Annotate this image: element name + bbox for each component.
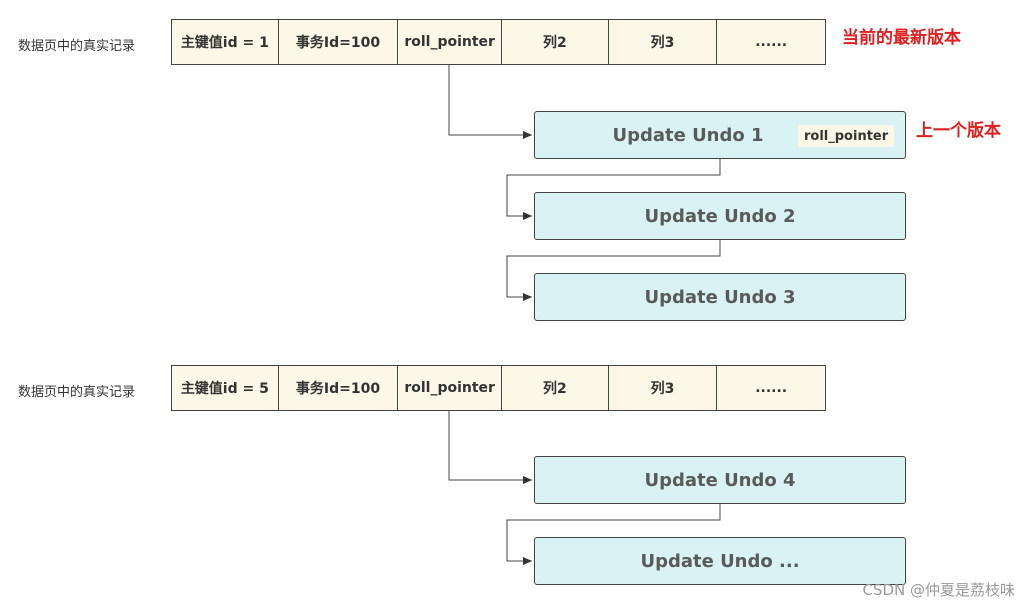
connector-undo-4-to-undo-5 — [506, 504, 721, 565]
connector-undo-1-to-undo-2 — [506, 159, 721, 220]
record-row-2: 主键值id = 5 事务Id=100 roll_pointer 列2 列3 ..… — [171, 365, 826, 411]
undo-log-label: Update Undo 1 — [612, 124, 764, 146]
cell-primary-key: 主键值id = 5 — [172, 366, 279, 410]
cell-col3: 列3 — [609, 366, 718, 410]
record-label-2: 数据页中的真实记录 — [18, 385, 136, 400]
cell-more: ...... — [755, 380, 788, 396]
cell-roll-pointer: roll_pointer — [398, 20, 502, 64]
cell-col3: 列3 — [609, 20, 718, 64]
undo-log-label: Update Undo ... — [640, 550, 800, 572]
note-previous-version: 上一个版本 — [916, 121, 1001, 141]
undo-log-1: Update Undo 1 roll_pointer — [534, 111, 906, 159]
record-row-1: 主键值id = 1 事务Id=100 roll_pointer 列2 列3 ..… — [171, 19, 826, 65]
watermark-text: CSDN @仲夏是荔枝味 — [862, 581, 1015, 599]
connector-roll-pointer-to-undo-1 — [448, 65, 532, 139]
cell-more: ...... — [755, 34, 788, 50]
undo-log-2: Update Undo 2 — [534, 192, 906, 240]
cell-transaction-id: 事务Id=100 — [279, 366, 399, 410]
connector-undo-2-to-undo-3 — [506, 240, 721, 301]
connector-roll-pointer-to-undo-4 — [448, 411, 532, 484]
record-label-1: 数据页中的真实记录 — [18, 39, 136, 54]
undo-log-4: Update Undo 4 — [534, 456, 906, 504]
note-current-version: 当前的最新版本 — [842, 28, 961, 48]
undo-log-label: Update Undo 2 — [644, 205, 796, 227]
undo-log-label: Update Undo 3 — [644, 286, 796, 308]
cell-col2: 列2 — [502, 366, 609, 410]
cell-col2: 列2 — [502, 20, 609, 64]
cell-roll-pointer: roll_pointer — [398, 366, 502, 410]
undo-roll-pointer-tag: roll_pointer — [798, 125, 895, 147]
undo-log-5: Update Undo ... — [534, 537, 906, 585]
undo-log-label: Update Undo 4 — [644, 469, 796, 491]
cell-primary-key: 主键值id = 1 — [172, 20, 279, 64]
undo-log-3: Update Undo 3 — [534, 273, 906, 321]
cell-transaction-id: 事务Id=100 — [279, 20, 399, 64]
